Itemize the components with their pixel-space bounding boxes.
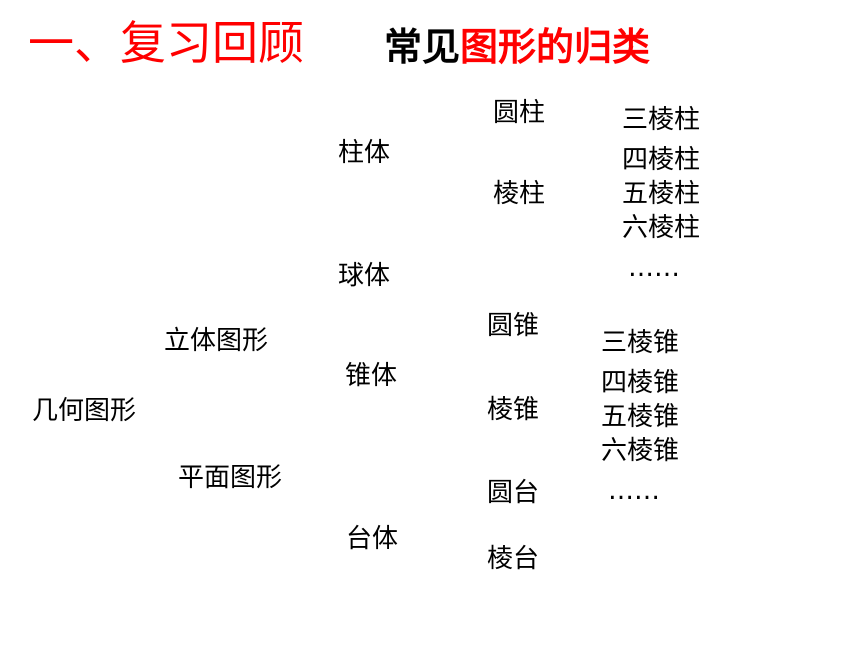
prism: 棱柱 xyxy=(493,179,546,209)
triangular-prism: 三棱柱 xyxy=(622,105,701,135)
slide-title-highlight: 图形的归类 xyxy=(460,25,651,69)
solid-figures: 立体图形 xyxy=(164,326,269,356)
pyramid: 棱锥 xyxy=(487,395,540,425)
pyramid-frustum: 棱台 xyxy=(487,544,540,574)
root-geometric-figures: 几何图形 xyxy=(32,396,137,426)
slide-title-black: 常见 xyxy=(384,25,461,69)
square-prism: 四棱柱 xyxy=(622,145,701,175)
triangular-pyramid: 三棱锥 xyxy=(601,328,680,358)
cylinder: 圆柱 xyxy=(493,98,546,128)
hexagonal-prism: 六棱柱 xyxy=(622,213,701,243)
plane-figures: 平面图形 xyxy=(178,463,283,493)
circular-cone: 圆锥 xyxy=(487,311,540,341)
section-title: 一、复习回顾 xyxy=(28,16,304,70)
pentagonal-prism: 五棱柱 xyxy=(622,179,701,209)
prism-body: 柱体 xyxy=(338,138,391,168)
pyramid-ellipsis: …… xyxy=(608,476,660,506)
circular-frustum: 圆台 xyxy=(487,478,540,508)
hexagonal-pyramid: 六棱锥 xyxy=(601,436,680,466)
cone-body: 锥体 xyxy=(345,361,398,391)
frustum-body: 台体 xyxy=(346,524,399,554)
slide-title: 常见图形的归类 xyxy=(384,28,650,66)
sphere-body: 球体 xyxy=(338,261,391,291)
pentagonal-pyramid: 五棱锥 xyxy=(601,402,680,432)
square-pyramid: 四棱锥 xyxy=(601,368,680,398)
prism-ellipsis: …… xyxy=(628,253,680,283)
